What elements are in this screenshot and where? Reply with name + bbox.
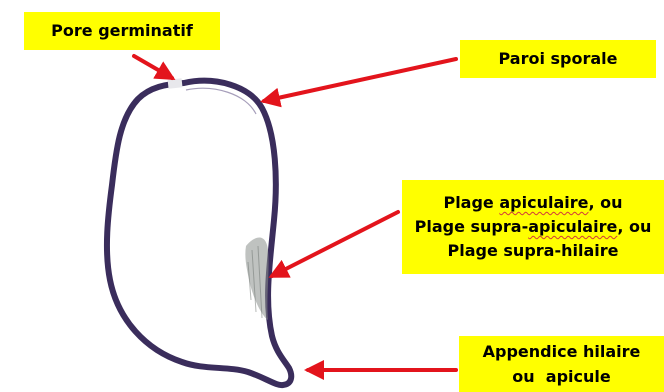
arrow-plage xyxy=(272,212,398,276)
spore-wall-outline xyxy=(107,81,291,385)
label-pore-text: Pore germinatif xyxy=(51,19,193,43)
label-plage-apiculaire: Plage apiculaire, ou Plage supra-apicula… xyxy=(402,180,664,274)
label-appendice-line1: Appendice hilaire xyxy=(483,339,641,364)
label-plage-line2-pre: Plage supra- xyxy=(415,217,529,236)
arrow-pore xyxy=(134,56,172,78)
label-paroi-sporale: Paroi sporale xyxy=(460,40,656,78)
label-plage-line1-pre: Plage xyxy=(443,193,499,212)
label-appendice-hilaire: Appendice hilaire ou apicule xyxy=(459,336,664,392)
label-plage-line1-post: , ou xyxy=(588,193,622,212)
germ-pore xyxy=(168,78,183,88)
label-plage-line2-key: apiculaire xyxy=(528,217,617,236)
label-plage-line1: Plage apiculaire, ou xyxy=(443,191,622,215)
label-appendice-line2: ou apicule xyxy=(512,364,610,389)
label-plage-line2-post: , ou xyxy=(617,217,651,236)
label-paroi-text: Paroi sporale xyxy=(498,47,617,71)
label-plage-line3: Plage supra-hilaire xyxy=(448,239,619,263)
label-plage-line2: Plage supra-apiculaire, ou xyxy=(415,215,652,239)
arrow-paroi xyxy=(264,59,456,101)
label-plage-line1-key: apiculaire xyxy=(499,193,588,212)
label-pore-germinatif: Pore germinatif xyxy=(24,12,220,50)
